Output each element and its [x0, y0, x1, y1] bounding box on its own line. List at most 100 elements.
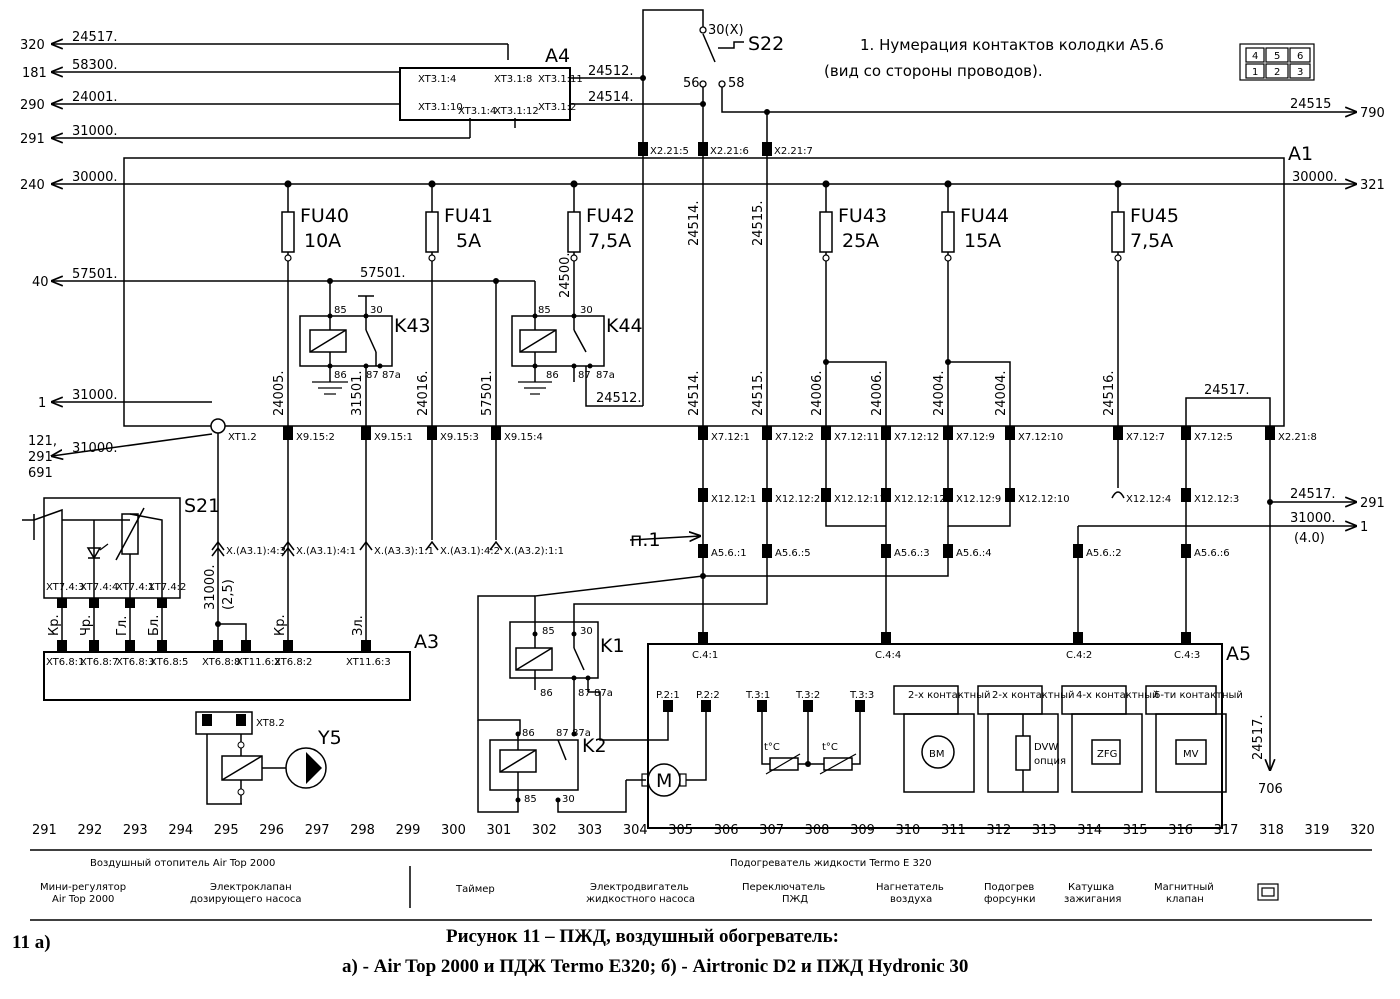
device-dvw: DVW	[1034, 742, 1058, 753]
xt-pin: X7.12:1	[711, 432, 750, 443]
a3-pin: XT6.8:2	[274, 657, 312, 668]
wire-label-24005: 24005.	[272, 371, 287, 417]
fu43-name: FU43	[838, 205, 887, 227]
a5-pin: T.3:3	[849, 690, 874, 701]
wire-label-30000: 30000.	[72, 170, 118, 185]
fu41-name: FU41	[444, 205, 493, 227]
a3-pin: XT6.8:1	[46, 657, 84, 668]
a1-label: A1	[1288, 143, 1313, 165]
scale-number: 296	[259, 823, 284, 838]
s21-internals	[22, 507, 163, 598]
fu42-rating: 7,5A	[588, 230, 631, 252]
device-mv: MV	[1183, 749, 1199, 760]
k1-pin: 86	[540, 688, 553, 699]
scale-number: 303	[577, 823, 602, 838]
xt-pin: X9.15:3	[440, 432, 479, 443]
wire-num-706: 706	[1258, 782, 1283, 797]
note-ref-p1: п.1	[630, 529, 661, 551]
scale-number: 307	[759, 823, 784, 838]
device-bm: ВМ	[929, 749, 945, 760]
xt-pin: X7.12:5	[1194, 432, 1233, 443]
a4-label: A4	[545, 45, 570, 67]
wire-label-31501: 31501.	[350, 371, 365, 417]
a56-pin: A5.6.:3	[894, 548, 930, 559]
a5-pin: C.4:3	[1174, 650, 1200, 661]
wire-label-31000c: 31000.	[72, 441, 118, 456]
x1212-pin: X12.12:10	[1018, 494, 1070, 505]
fu44-name: FU44	[960, 205, 1009, 227]
s21-pin: XT7.4:1	[116, 582, 154, 593]
a56-connector-icon: 4 5 6 1 2 3	[1239, 43, 1315, 81]
s21-pin: XT7.4:4	[80, 582, 118, 593]
x221-pin: X2.21:7	[774, 146, 813, 157]
scale-number: 313	[1032, 823, 1057, 838]
scale-number: 300	[441, 823, 466, 838]
x1212-pin: X12.12:9	[956, 494, 1001, 505]
wire-label-24016: 24016.	[416, 371, 431, 417]
x1212-row	[698, 488, 1191, 544]
scale-number: 309	[850, 823, 875, 838]
xt82-connector	[195, 711, 253, 735]
legend-liquid-heater: Подогреватель жидкости Termo E 320	[730, 858, 932, 869]
k2-pin: 87a	[572, 728, 591, 739]
xt-pin: X7.12:11	[834, 432, 879, 443]
wire-label-24515: 24515	[1290, 97, 1331, 112]
scale-number: 299	[396, 823, 421, 838]
k1-pin: 30	[580, 626, 593, 637]
wire-color: Кр.	[47, 614, 62, 636]
a4-pin: XT3.1:11	[538, 74, 583, 85]
a4-pin: XT3.1:12	[494, 106, 539, 117]
grid-cell: 2	[1274, 67, 1280, 78]
wire-num-291-r: 291	[1360, 496, 1385, 511]
wire-num-1-r: 1	[1360, 520, 1368, 535]
wire-label-24514-b: 24514.	[687, 371, 702, 417]
a4-pin: XT3.1:4	[458, 106, 496, 117]
a3-pin: XT11.6:3	[346, 657, 391, 668]
wire-color: Зл.	[351, 615, 366, 636]
scale-number: 293	[123, 823, 148, 838]
wire-label-24004-a: 24004.	[932, 371, 947, 417]
k44-pin: 86	[546, 370, 559, 381]
a56-pin: A5.6.:5	[775, 548, 811, 559]
k44-pin: 87	[578, 370, 591, 381]
k2-relay	[489, 739, 579, 791]
k44-pin: 30	[580, 305, 593, 316]
a5-pin: C.4:4	[875, 650, 901, 661]
a56-pin: A5.6.:1	[711, 548, 747, 559]
scale-number: 317	[1214, 823, 1239, 838]
a3-pin: XT6.8:5	[150, 657, 188, 668]
a3-pin: XT6.8:3	[116, 657, 154, 668]
temp-sensors	[761, 712, 861, 775]
left-wires	[52, 44, 1356, 456]
a5-modules	[893, 685, 1227, 793]
wire-label-24515-b: 24515.	[751, 371, 766, 417]
scale-number: 312	[986, 823, 1011, 838]
scale-number: 291	[32, 823, 57, 838]
xa-pin: X.(A3.3):1:1	[374, 546, 434, 557]
x221-pin: X2.21:6	[710, 146, 749, 157]
k1-relay	[509, 621, 599, 679]
xt-pin: X9.15:4	[504, 432, 543, 443]
scale-number: 318	[1259, 823, 1284, 838]
wire-label-24517-v: 24517.	[1251, 715, 1266, 761]
a3-block	[43, 651, 411, 701]
fu42-name: FU42	[586, 205, 635, 227]
s22-contact-56: 56	[683, 76, 700, 91]
fu45-name: FU45	[1130, 205, 1179, 227]
wire-label-31000: 31000.	[72, 124, 118, 139]
a3-pin: XT6.8:8	[202, 657, 240, 668]
wire-num-181: 181	[22, 66, 47, 81]
x1212-pin: X12.12:3	[1194, 494, 1239, 505]
grid-cell: 6	[1297, 51, 1303, 62]
wire-num-240: 240	[20, 178, 45, 193]
device-option: опция	[1034, 756, 1066, 767]
x1212-pin: X12.12:12	[894, 494, 946, 505]
wire-color: Кр.	[273, 614, 288, 636]
wire-label-31000-v: 31000.	[203, 565, 218, 611]
wire-label-24512-in: 24512.	[596, 391, 642, 406]
